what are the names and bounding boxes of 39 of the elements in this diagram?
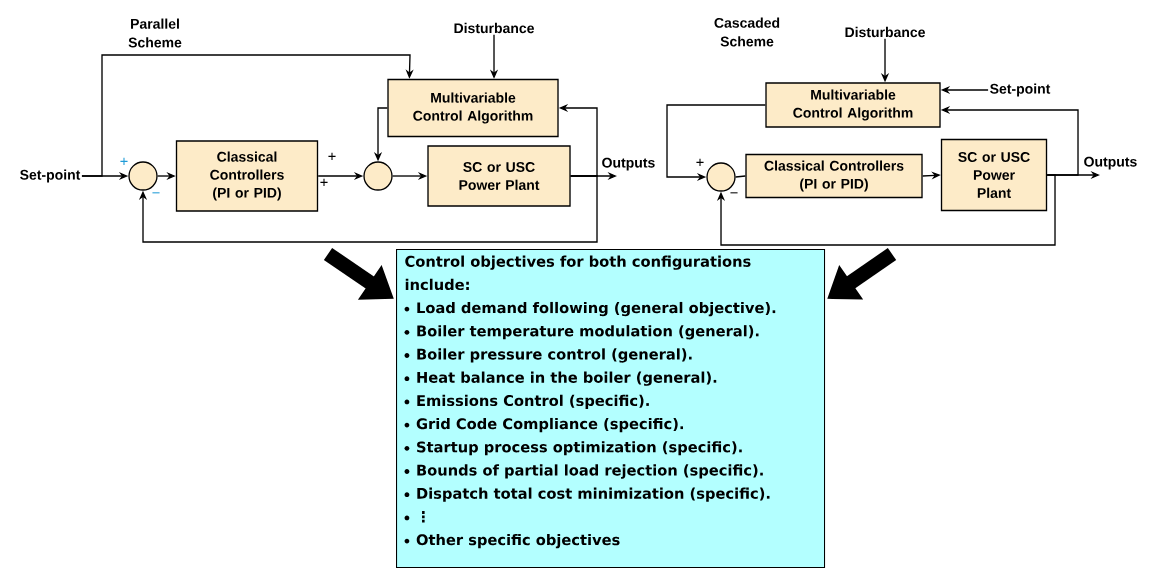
block-box: Classical Controllers (PI or PID): [175, 140, 319, 212]
list-item: Grid Code Compliance (specific).: [416, 417, 684, 433]
signal-label: Outputs: [602, 157, 655, 171]
list-item: Heat balance in the boiler (general).: [417, 371, 717, 386]
list-item: Other specific objectives: [416, 533, 620, 549]
list-item: Dispatch total cost minimization (specific).: [417, 487, 770, 502]
sign: +: [696, 158, 704, 166]
block-box: SC or USC Power Plant: [427, 145, 571, 207]
block-box: Multivariable Control Algorithm: [765, 82, 941, 128]
list-item: Boiler pressure control (general).: [417, 348, 692, 363]
list-item: Emissions Control (specific).: [417, 394, 649, 409]
block-box: Classical Controllers (PI or PID): [745, 153, 923, 199]
list-item: Load demand following (general objective).: [417, 301, 776, 317]
summing-junction: [128, 161, 158, 191]
arrow: [138, 175, 598, 243]
list-item: Boiler temperature modulation (general).: [417, 325, 759, 340]
sign: +: [320, 178, 328, 186]
block-box: SC or USC Power Plant: [940, 138, 1048, 212]
sign: −: [152, 192, 160, 194]
block-box: Multivariable Control Algorithm: [387, 78, 559, 138]
summing-junction: [363, 161, 393, 191]
list-item: Bounds of partial load rejection (specific).: [417, 464, 763, 479]
signal-label: Outputs: [1084, 156, 1137, 170]
sign: +: [120, 157, 128, 165]
caption-label: Parallel Scheme: [128, 18, 182, 48]
arrow: [716, 174, 1056, 246]
sign: +: [328, 152, 336, 160]
signal-label: Disturbance: [454, 22, 534, 34]
heading: Control objectives for both configurations include:: [405, 255, 751, 291]
list-item: Startup process optimization (specific).: [417, 441, 742, 456]
list-item: ⋮: [422, 511, 425, 523]
signal-label: Set-point: [20, 169, 81, 183]
caption-label: Cascaded Scheme: [714, 17, 780, 47]
signal-label: Set-point: [990, 83, 1051, 97]
objectives-box: [396, 249, 826, 568]
arrow: [81, 54, 414, 177]
signal-label: Disturbance: [845, 26, 925, 38]
summing-junction: [706, 162, 736, 192]
sign: −: [730, 192, 738, 194]
